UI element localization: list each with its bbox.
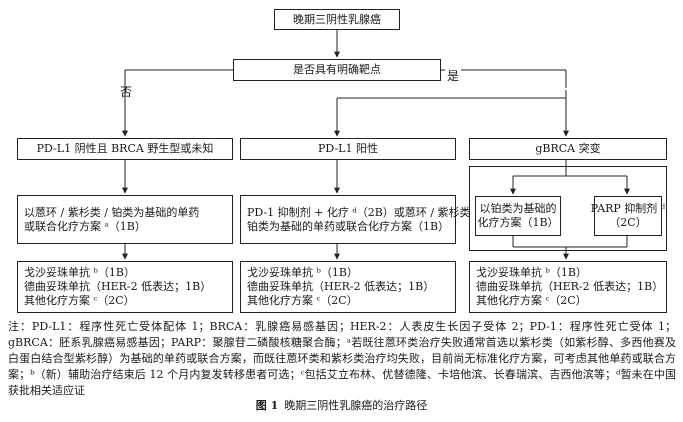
root-node-label: 晚期三阴性乳腺癌: [293, 12, 381, 26]
root-node: 晚期三阴性乳腺癌: [274, 9, 400, 30]
category-pdl1-negative: PD-L1 阴性且 BRCA 野生型或未知: [17, 138, 233, 160]
flow-connectors: [122, 30, 630, 260]
category-pdl1-negative-label: PD-L1 阴性且 BRCA 野生型或未知: [36, 142, 214, 155]
branch-yes-label: 是: [445, 69, 462, 83]
first-line-mid-text-1: PD-1 抑制剂 + 化疗 ᵈ（2B）或蒽环 / 紫杉类: [247, 205, 471, 219]
second-line-left-text-2: 德曲妥珠单抗（HER-2 低表达；1B）: [24, 280, 212, 293]
category-gbrca-mutation-label: gBRCA 突变: [535, 142, 601, 155]
second-line-left-text-1: 戈沙妥珠单抗 ᵇ（1B）: [24, 266, 135, 279]
second-line-mid-text-1: 戈沙妥珠单抗 ᵇ（1B）: [247, 266, 358, 279]
first-line-left: 以蒽环 / 紫杉类 / 铂类为基础的单药 或联合化疗方案 ᵃ（1B）: [17, 195, 233, 244]
second-line-mid: 戈沙妥珠单抗 ᵇ（1B） 德曲妥珠单抗（HER-2 低表达；1B） 其他化疗方案…: [240, 261, 456, 313]
first-line-right-parp: PARP 抑制剂 ᵈ （2C）: [590, 196, 666, 236]
second-line-mid-text-2: 德曲妥珠单抗（HER-2 低表达；1B）: [247, 280, 435, 293]
first-line-right-parp-text-2: （2C）: [609, 216, 647, 229]
second-line-right-text-3: 其他化疗方案 ᶜ（2C）: [476, 294, 587, 307]
second-line-right-text-1: 戈沙妥珠单抗 ᵇ（1B）: [476, 266, 587, 279]
figure-title: 晚期三阴性乳腺癌的治疗路径: [284, 399, 428, 412]
first-line-right-platinum-text-2: 化疗方案（1B）: [477, 216, 559, 229]
first-line-right-parp-text-1: PARP 抑制剂 ᵈ: [590, 202, 666, 215]
first-line-mid: PD-1 抑制剂 + 化疗 ᵈ（2B）或蒽环 / 紫杉类 铂类为基础的单药或联合…: [240, 195, 471, 244]
second-line-right-text-2: 德曲妥珠单抗（HER-2 低表达；1B）: [476, 280, 664, 293]
question-node-label: 是否具有明确靶点: [293, 63, 381, 76]
first-line-left-text-2: 或联合化疗方案 ᵃ（1B）: [24, 219, 146, 233]
first-line-right-platinum: 以铂类为基础的 化疗方案（1B）: [475, 196, 561, 236]
question-node: 是否具有明确靶点: [233, 59, 441, 81]
first-line-right-group: [469, 166, 667, 251]
branch-no-label: 否: [120, 85, 133, 99]
second-line-left: 戈沙妥珠单抗 ᵇ（1B） 德曲妥珠单抗（HER-2 低表达；1B） 其他化疗方案…: [17, 261, 233, 313]
figure-caption: 图 1 晚期三阴性乳腺癌的治疗路径: [0, 399, 683, 413]
category-gbrca-mutation: gBRCA 突变: [469, 138, 667, 160]
figure-number: 图 1: [255, 399, 279, 412]
second-line-left-text-3: 其他化疗方案 ᶜ（2C）: [24, 294, 135, 307]
first-line-left-text-1: 以蒽环 / 紫杉类 / 铂类为基础的单药: [24, 205, 200, 219]
first-line-mid-text-2: 铂类为基础的单药或联合化疗方案（1B）: [247, 219, 450, 233]
figure-note: 注：PD-L1：程序性死亡受体配体 1；BRCA：乳腺癌易感基因；HER-2：人…: [8, 320, 676, 397]
second-line-right: 戈沙妥珠单抗 ᵇ（1B） 德曲妥珠单抗（HER-2 低表达；1B） 其他化疗方案…: [469, 261, 667, 313]
category-pdl1-positive: PD-L1 阳性: [240, 138, 456, 160]
category-pdl1-positive-label: PD-L1 阳性: [318, 142, 378, 155]
second-line-mid-text-3: 其他化疗方案 ᶜ（2C）: [247, 294, 358, 307]
first-line-right-platinum-text-1: 以铂类为基础的: [479, 202, 557, 215]
